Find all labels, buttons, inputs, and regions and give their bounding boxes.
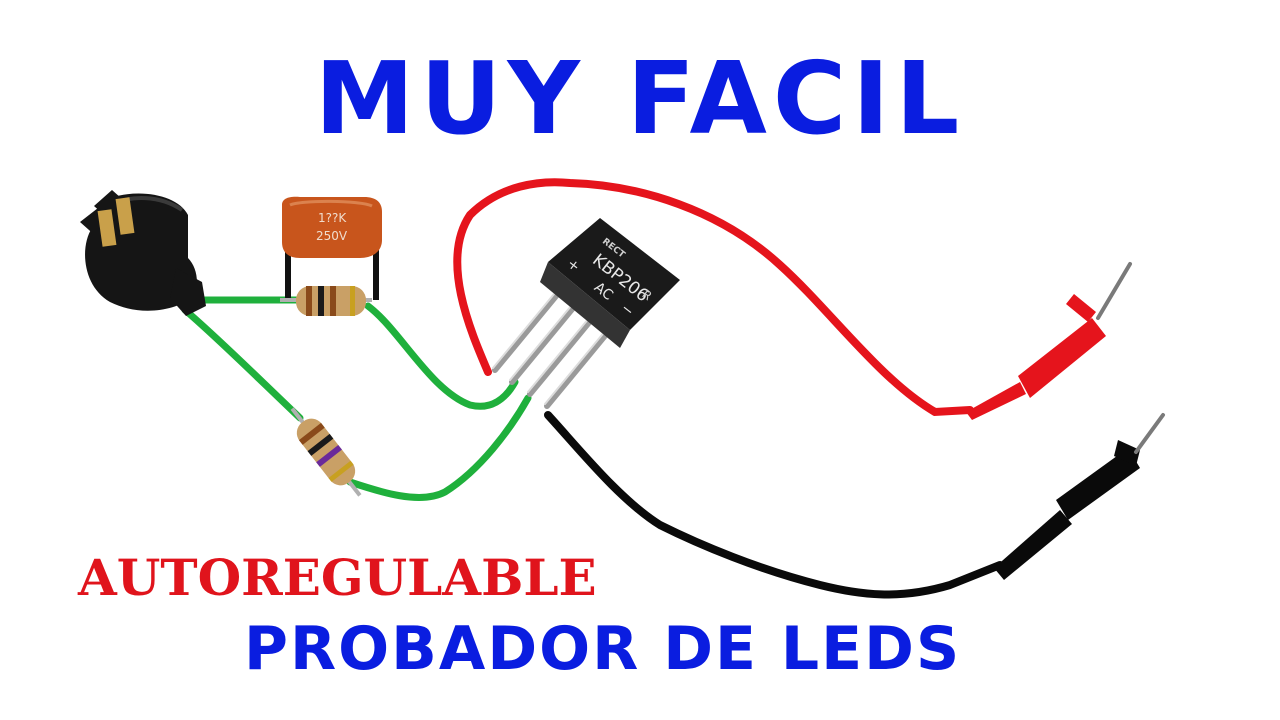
black-probe: [994, 413, 1165, 580]
subtitle-probador: PROBADOR DE LEDS: [244, 614, 962, 684]
green-wire-lower-resistor-to-bridge: [346, 394, 532, 501]
bridge-leads: [492, 287, 616, 409]
capacitor-label-2: 250V: [316, 229, 348, 243]
black-wire: [544, 411, 1004, 599]
green-wire-resistor-to-bridge: [364, 302, 519, 410]
red-wire: [453, 178, 974, 417]
red-probe: [966, 262, 1132, 420]
page-title: MUY FACIL: [314, 40, 966, 157]
green-wire-plug-to-lower-resistor: [181, 306, 304, 422]
bridge-rectifier: RECT KBP206 + AC − R: [540, 218, 680, 348]
resistor-lower: [290, 407, 362, 497]
subtitle-autoregulable: AUTOREGULABLE: [78, 548, 597, 607]
capacitor-label-1: 1??K: [318, 211, 347, 225]
capacitor: 1??K 250V: [282, 196, 382, 300]
resistor-top: [280, 286, 372, 316]
power-plug: [80, 190, 206, 316]
